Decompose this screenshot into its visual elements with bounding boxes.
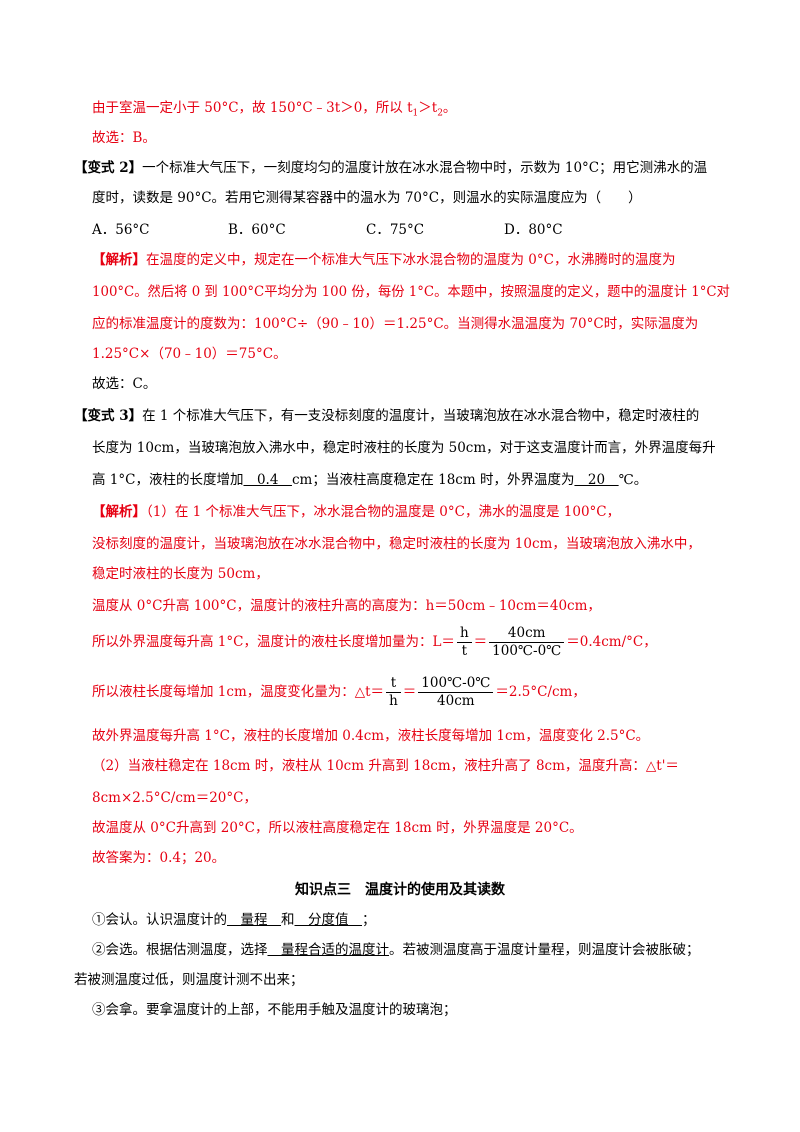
analysis-3-line: 故外界温度每升高 1°C，液柱的长度增加 0.4cm，液柱长度每增加 1cm，温… [92,728,650,744]
variant-3-question: 【变式 3】在 1 个标准大气压下，有一支没标刻度的温度计，当玻璃泡放在冰水混合… [74,408,700,424]
variant-3-question-cont: 长度为 10cm，当玻璃泡放入沸水中，稳定时液柱的长度为 50cm，对于这支温度… [92,440,716,456]
option-b: B．60°C [228,222,286,238]
analysis-3-line: 8cm×2.5°C/cm＝20°C， [92,790,257,806]
analysis-2-line: 100°C。然后将 0 到 100°C平均分为 100 份，每份 1°C。本题中… [92,284,730,300]
variant-3-question-cont: 高 1°C，液柱的长度增加 0.4 cm；当液柱高度稳定在 18cm 时，外界温… [92,472,648,488]
analysis-3-line: 【解析】（1）在 1 个标准大气压下，冰水混合物的温度是 0°C，沸水的温度是 … [92,504,621,520]
answer-line: 由于室温一定小于 50°C，故 150°C﹣3t＞0，所以 t1＞t2。 [92,100,457,119]
answer-blank: 0.4 [243,472,292,488]
knowledge-point: ②会选。根据估测温度，选择 量程合适的温度计。若被测温度高于温度计量程，则温度计… [92,942,700,958]
answer-choice: 故选：B。 [92,130,156,146]
option-a: A．56°C [92,222,150,238]
knowledge-point-cont: 若被测温度过低，则温度计测不出来； [74,972,304,988]
knowledge-point: ①会认。认识温度计的 量程 和 分度值 ； [92,912,376,928]
variant-2-question-cont: 度时，读数是 90°C。若用它测得某容器中的温水为 70°C，则温水的实际温度应… [92,190,642,206]
answer-final: 故答案为：0.4；20。 [92,850,226,866]
option-d: D．80°C [504,222,563,238]
analysis-3-line: 没标刻度的温度计，当玻璃泡放在冰水混合物中，稳定时液柱的长度为 10cm，当玻璃… [92,536,701,552]
analysis-2-line: 【解析】在温度的定义中，规定在一个标准大气压下冰水混合物的温度为 0°C，水沸腾… [92,252,676,268]
answer-choice: 故选：C。 [92,376,157,392]
analysis-2-line: 1.25°C×（70﹣10）＝75°C。 [92,346,287,362]
option-c: C．75°C [366,222,425,238]
analysis-3-line: 故温度从 0°C升高到 20°C，所以液柱高度稳定在 18cm 时，外界温度是 … [92,820,583,836]
answer-blank: 20 [574,472,619,488]
analysis-3-line: 温度从 0°C升高 100°C，温度计的液柱升高的高度为：h＝50cm﹣10cm… [92,598,601,614]
analysis-3-line: 稳定时液柱的长度为 50cm， [92,566,269,582]
section-heading: 知识点三 温度计的使用及其读数 [295,882,505,898]
analysis-2-line: 应的标准温度计的度数为：100°C÷（90﹣10）＝1.25°C。当测得水温温度… [92,316,699,332]
analysis-3-line: （2）当液柱稳定在 18cm 时，液柱从 10cm 升高到 18cm，液柱升高了… [92,758,679,774]
knowledge-point: ③会拿。要拿温度计的上部，不能用手触及温度计的玻璃泡； [92,1002,457,1018]
variant-2-question: 【变式 2】一个标准大气压下，一刻度均匀的温度计放在冰水混合物中时，示数为 10… [74,160,708,176]
